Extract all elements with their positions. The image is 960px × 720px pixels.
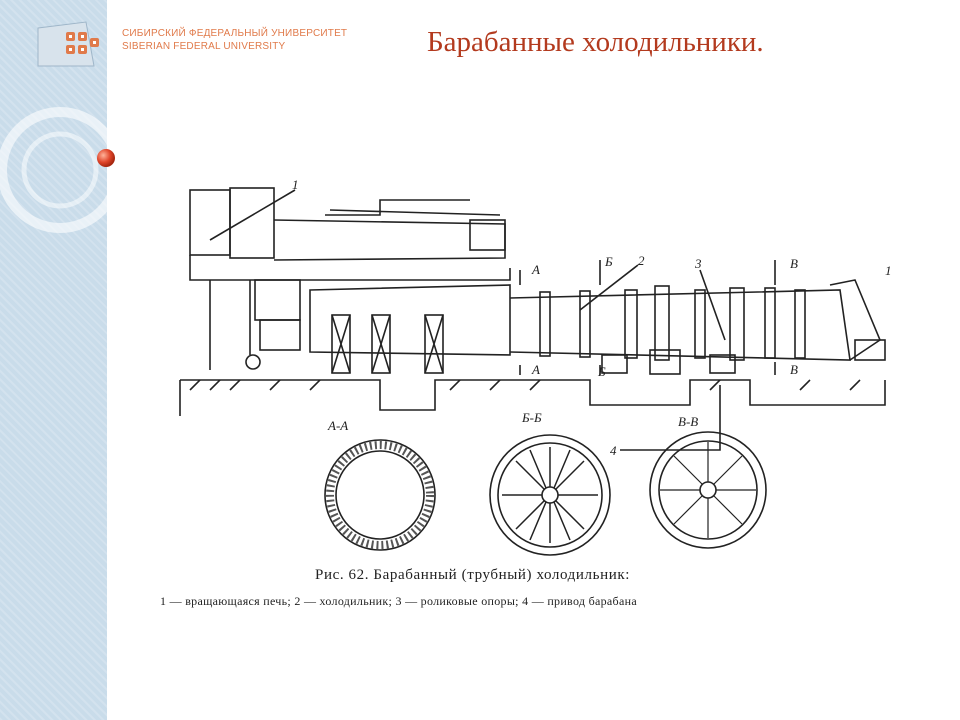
label-1-right: 1	[885, 263, 892, 278]
label-section-vv: В-В	[678, 414, 698, 429]
figure-caption: Рис. 62. Барабанный (трубный) холодильни…	[315, 567, 630, 583]
label-section-aa: А-А	[327, 418, 348, 433]
figure-legend: 1 — вращающаяся печь; 2 — холодильник; 3…	[160, 594, 637, 608]
label-3: 3	[694, 256, 702, 271]
orange-ball-bullet	[97, 149, 115, 167]
label-section-b-top: Б	[604, 254, 613, 269]
label-section-b-bottom: Б	[597, 364, 606, 379]
label-section-bb: Б-Б	[521, 410, 542, 425]
label-2: 2	[638, 253, 645, 268]
label-section-a-bottom: А	[531, 362, 540, 377]
drum-cooler-drawing: 1 1 2 3 4 А А Б Б В В А-А Б-Б В-В	[179, 180, 892, 556]
label-section-v-bottom: В	[790, 362, 798, 377]
university-logo	[37, 21, 99, 67]
slide-title: Барабанные холодильники.	[427, 26, 764, 58]
university-name-en: SIBERIAN FEDERAL UNIVERSITY	[122, 41, 286, 52]
university-name: СИБИРСКИЙ ФЕДЕРАЛЬНЫЙ УНИВЕРСИТЕТ SIBERI…	[122, 27, 347, 53]
label-section-v-top: В	[790, 256, 798, 271]
label-section-a-top: А	[531, 262, 540, 277]
label-1: 1	[292, 180, 299, 192]
label-4: 4	[610, 443, 617, 458]
decor-rings	[0, 107, 123, 233]
university-name-ru: СИБИРСКИЙ ФЕДЕРАЛЬНЫЙ УНИВЕРСИТЕТ	[122, 28, 348, 39]
